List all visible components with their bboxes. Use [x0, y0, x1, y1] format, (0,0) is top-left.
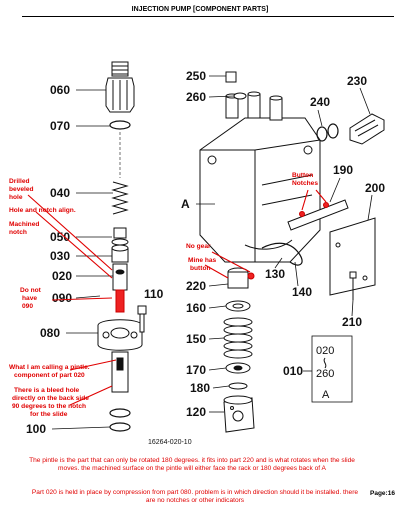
- shim-180: [228, 382, 248, 390]
- annotation: Mine has: [188, 257, 217, 264]
- part-number: 240: [310, 95, 330, 109]
- page-header: INJECTION PUMP [COMPONENT PARTS]: [131, 6, 269, 13]
- annotation: button: [190, 265, 211, 272]
- seat-170: [225, 362, 251, 374]
- part-number: 140: [292, 285, 312, 299]
- part-number: 180: [190, 381, 210, 395]
- part-number: 110: [144, 287, 164, 301]
- annotation: Machined: [9, 221, 39, 228]
- washers-240: [316, 123, 339, 142]
- annotation: 090: [22, 303, 33, 310]
- part-number: 100: [26, 422, 46, 436]
- part-number: 220: [186, 279, 206, 293]
- part-number: 170: [186, 363, 206, 377]
- annotation: There is a bleed hole: [14, 387, 80, 394]
- part-number: 250: [186, 69, 206, 83]
- header-rule: [22, 16, 394, 17]
- leader-lines-right: [196, 75, 373, 413]
- annotation: directly on the back side: [12, 395, 89, 402]
- inset-label: A: [322, 389, 330, 401]
- inset-box: 020 260 A: [311, 335, 353, 403]
- annotation: Notches: [292, 180, 318, 187]
- leader-lines-left: [51, 89, 113, 430]
- plate-200: [329, 217, 376, 296]
- wire-130: [261, 242, 303, 266]
- part-number: 080: [40, 326, 60, 340]
- inset-label: 020: [316, 345, 334, 357]
- annotation: component of part 020: [14, 372, 85, 379]
- part-number: 010: [283, 364, 303, 378]
- footer-note-part020: Part 020 is held in place by compression…: [31, 489, 359, 504]
- rack-190: [287, 199, 349, 231]
- part-number: 120: [186, 405, 206, 419]
- part-number: 200: [365, 181, 385, 195]
- spring-040: [111, 181, 129, 215]
- annotation: Button: [292, 172, 313, 179]
- part-number: 050: [50, 230, 70, 244]
- bolt-210: [349, 271, 357, 300]
- tappet-sleeve: [111, 351, 129, 393]
- annotation: 90 degrees to the notch: [12, 403, 86, 410]
- plunger-020: [112, 263, 128, 313]
- part-number: 190: [333, 163, 353, 177]
- footer-note-pintle: The pintle is the part that can only be …: [29, 457, 355, 472]
- red-arrows: [27, 189, 327, 406]
- part-number: 040: [50, 186, 70, 200]
- annotation: beveled: [9, 186, 34, 193]
- part-number: 020: [52, 269, 72, 283]
- plunger-barrel-030: [111, 244, 129, 263]
- annotation: Hole and notch align.: [9, 207, 76, 214]
- annotation: What I am calling a pintle.: [9, 364, 90, 371]
- part-number: 150: [186, 332, 206, 346]
- bolt-110: [137, 305, 147, 333]
- part-number: 090: [52, 291, 72, 305]
- part-number: 210: [342, 315, 362, 329]
- annotation: No gear: [186, 243, 211, 250]
- part-number: 060: [50, 83, 70, 97]
- annotation: hole: [9, 194, 23, 201]
- spring-150: [223, 317, 253, 359]
- inset-label: 260: [316, 368, 334, 380]
- annotation: Do not: [20, 287, 42, 294]
- part-number: A: [181, 197, 190, 211]
- part-number: 130: [265, 267, 285, 281]
- part-number: 030: [50, 249, 70, 263]
- annotation: Drilled: [9, 178, 30, 185]
- annotation: notch: [9, 229, 27, 236]
- seat-160: [225, 300, 251, 312]
- delivery-valve-holder: [105, 61, 135, 113]
- part-number: 230: [347, 74, 367, 88]
- part-number: 260: [186, 90, 206, 104]
- part-number: 160: [186, 301, 206, 315]
- o-rings-100: [109, 408, 131, 432]
- annotation: for the slide: [30, 411, 68, 418]
- o-ring-070: [109, 120, 131, 130]
- valve-050: [111, 227, 129, 246]
- bracket-080: [97, 319, 143, 351]
- drawing-code: 16264-020-10: [148, 439, 192, 446]
- sleeve-220: [227, 267, 255, 289]
- tappet-120: [223, 395, 255, 433]
- bolt-230: [349, 113, 385, 145]
- annotation: have: [22, 295, 37, 302]
- page-number: Page:16: [370, 490, 395, 497]
- part-number: 070: [50, 119, 70, 133]
